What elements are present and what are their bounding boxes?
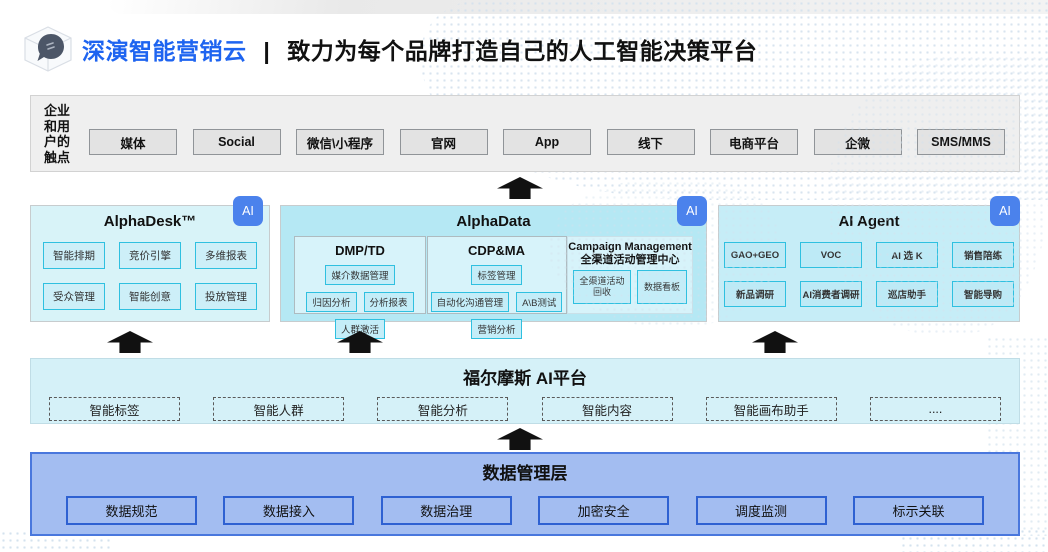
touchpoint-item: 电商平台: [710, 129, 798, 155]
touchpoint-item: 企微: [813, 129, 902, 155]
alphadesk-item: 竞价引擎: [119, 242, 181, 269]
alphadata-item: A\B测试: [516, 292, 563, 312]
touchpoint-item: 微信\小程序: [296, 129, 384, 155]
alphadata-item: 分析报表: [363, 292, 414, 312]
page-header: 深演智能营销云 | 致力为每个品牌打造自己的人工智能决策平台: [22, 26, 757, 72]
touchpoint-item: 官网: [399, 129, 488, 155]
touchpoints-bar: 企业和用户的触点 媒体 Social 微信\小程序官网 App 线下电商平台企微 SMS/…: [30, 95, 1020, 172]
tagline: 致力为每个品牌打造自己的人工智能决策平台: [287, 38, 758, 64]
arrow-up-icon: [497, 177, 543, 199]
alphadata-item: 全渠道活动回收: [573, 270, 631, 304]
alphadata-item: 标签管理: [471, 265, 522, 285]
alphadata-item: 自动化沟通管理: [430, 292, 510, 312]
data-layer-item: 标示关联: [852, 496, 984, 525]
ai-platform-list: 智能标签 智能人群 智能分析 智能内容 智能画布助手....: [31, 397, 1019, 421]
brand-name: 深演智能营销云: [82, 38, 247, 64]
touchpoint-item: Social: [192, 129, 281, 155]
aiagent-item: GAO+GEO: [724, 242, 786, 268]
data-layer-list: 数据规范数据接入数据治理加密安全调度监测标示关联: [32, 496, 1018, 525]
ai-platform-item: 智能标签: [49, 397, 180, 421]
data-layer-item: 数据接入: [223, 496, 355, 525]
alphadesk-item: 投放管理: [195, 283, 257, 310]
data-layer-item: 加密安全: [538, 496, 670, 525]
aiagent-title: AI Agent: [838, 213, 900, 230]
aiagent-item: 新品调研: [724, 281, 786, 307]
ai-badge: AI: [677, 196, 707, 226]
aiagent-item: 巡店助手: [876, 281, 938, 307]
ai-platform-item: ....: [869, 397, 1001, 421]
ai-platform-item: 智能内容: [541, 397, 673, 421]
aiagent-item: AI消费者调研: [800, 281, 862, 307]
ai-platform-item: 智能人群: [213, 397, 345, 421]
alphadesk-item: 智能排期: [43, 242, 105, 269]
data-layer-item: 数据治理: [380, 496, 512, 525]
alphadesk-item: 多维报表: [195, 242, 257, 269]
alphadesk-title: AlphaDesk™: [103, 213, 197, 230]
aiagent-item: 智能导购: [952, 281, 1014, 307]
alphadata-item: 归因分析: [306, 292, 357, 312]
alphadata-subpanel-boxes: 标签管理自动化沟通管理 A\B测试营销分析: [428, 265, 566, 339]
alphadata-subpanel-boxes: 全渠道活动回收数据看板: [568, 270, 692, 304]
alphadata-item: 数据看板: [637, 270, 687, 304]
alphadata-item: 媒介数据管理: [325, 265, 395, 285]
data-layer-item: 数据规范: [66, 496, 197, 525]
alphadesk-grid: 智能排期竞价引擎多维报表受众管理智能创意投放管理: [31, 242, 269, 310]
alphadata-title: AlphaData: [456, 213, 531, 230]
touchpoint-item: 线下: [606, 129, 695, 155]
alphadata-subpanel-title: CDP&MA: [467, 243, 526, 258]
arrow-up-icon: [752, 331, 798, 353]
data-layer-section: 数据管理层 数据规范数据接入数据治理加密安全调度监测标示关联: [30, 452, 1020, 536]
alphadata-item: 营销分析: [471, 319, 522, 339]
alphadata-subpanel-boxes: 媒介数据管理归因分析分析报表人群激活: [295, 265, 425, 339]
alphadesk-item: 智能创意: [119, 283, 181, 310]
touchpoint-item: 媒体: [89, 129, 177, 155]
title-separator: |: [263, 38, 271, 64]
ai-platform-item: 智能画布助手: [705, 397, 837, 421]
top-gradient-decoration: [108, 0, 1048, 14]
brand-logo-icon: [24, 26, 72, 72]
aiagent-item: AI 选 K: [876, 242, 938, 268]
alphadata-subpanel: CDP&MA 标签管理自动化沟通管理 A\B测试营销分析: [426, 236, 567, 339]
ai-platform-title: 福尔摩斯 AI平台: [463, 369, 587, 388]
aiagent-item: VOC: [800, 242, 862, 268]
panel-aiagent: AI Agent GAO+GEO VOC AI 选 K 销售陪练新品调研 AI消费者调研…: [718, 205, 1020, 322]
alphadesk-item: 受众管理: [43, 283, 105, 310]
ai-badge: AI: [990, 196, 1020, 226]
ai-platform-section: 福尔摩斯 AI平台 智能标签 智能人群 智能分析 智能内容 智能画布助手....: [30, 358, 1020, 424]
arrow-up-icon: [497, 428, 543, 450]
touchpoints-label: 企业和用户的触点: [44, 103, 71, 165]
arrow-up-icon: [107, 331, 153, 353]
ai-platform-item: 智能分析: [377, 397, 509, 421]
page-title: 深演智能营销云 | 致力为每个品牌打造自己的人工智能决策平台: [82, 32, 757, 66]
aiagent-item: 销售陪练: [952, 242, 1014, 268]
touchpoint-item: SMS/MMS: [917, 129, 1005, 155]
touchpoint-list: 媒体 Social 微信\小程序官网 App 线下电商平台企微 SMS/MMS: [89, 129, 1005, 155]
data-layer-title: 数据管理层: [482, 464, 568, 483]
ai-badge: AI: [233, 196, 263, 226]
panel-alphadesk: AlphaDesk™ 智能排期竞价引擎多维报表受众管理智能创意投放管理: [30, 205, 270, 322]
alphadata-subpanel-title: DMP/TD: [335, 243, 385, 258]
aiagent-grid: GAO+GEO VOC AI 选 K 销售陪练新品调研 AI消费者调研巡店助手智能导购: [719, 242, 1019, 307]
data-layer-item: 调度监测: [695, 496, 827, 525]
touchpoint-item: App: [503, 129, 591, 155]
